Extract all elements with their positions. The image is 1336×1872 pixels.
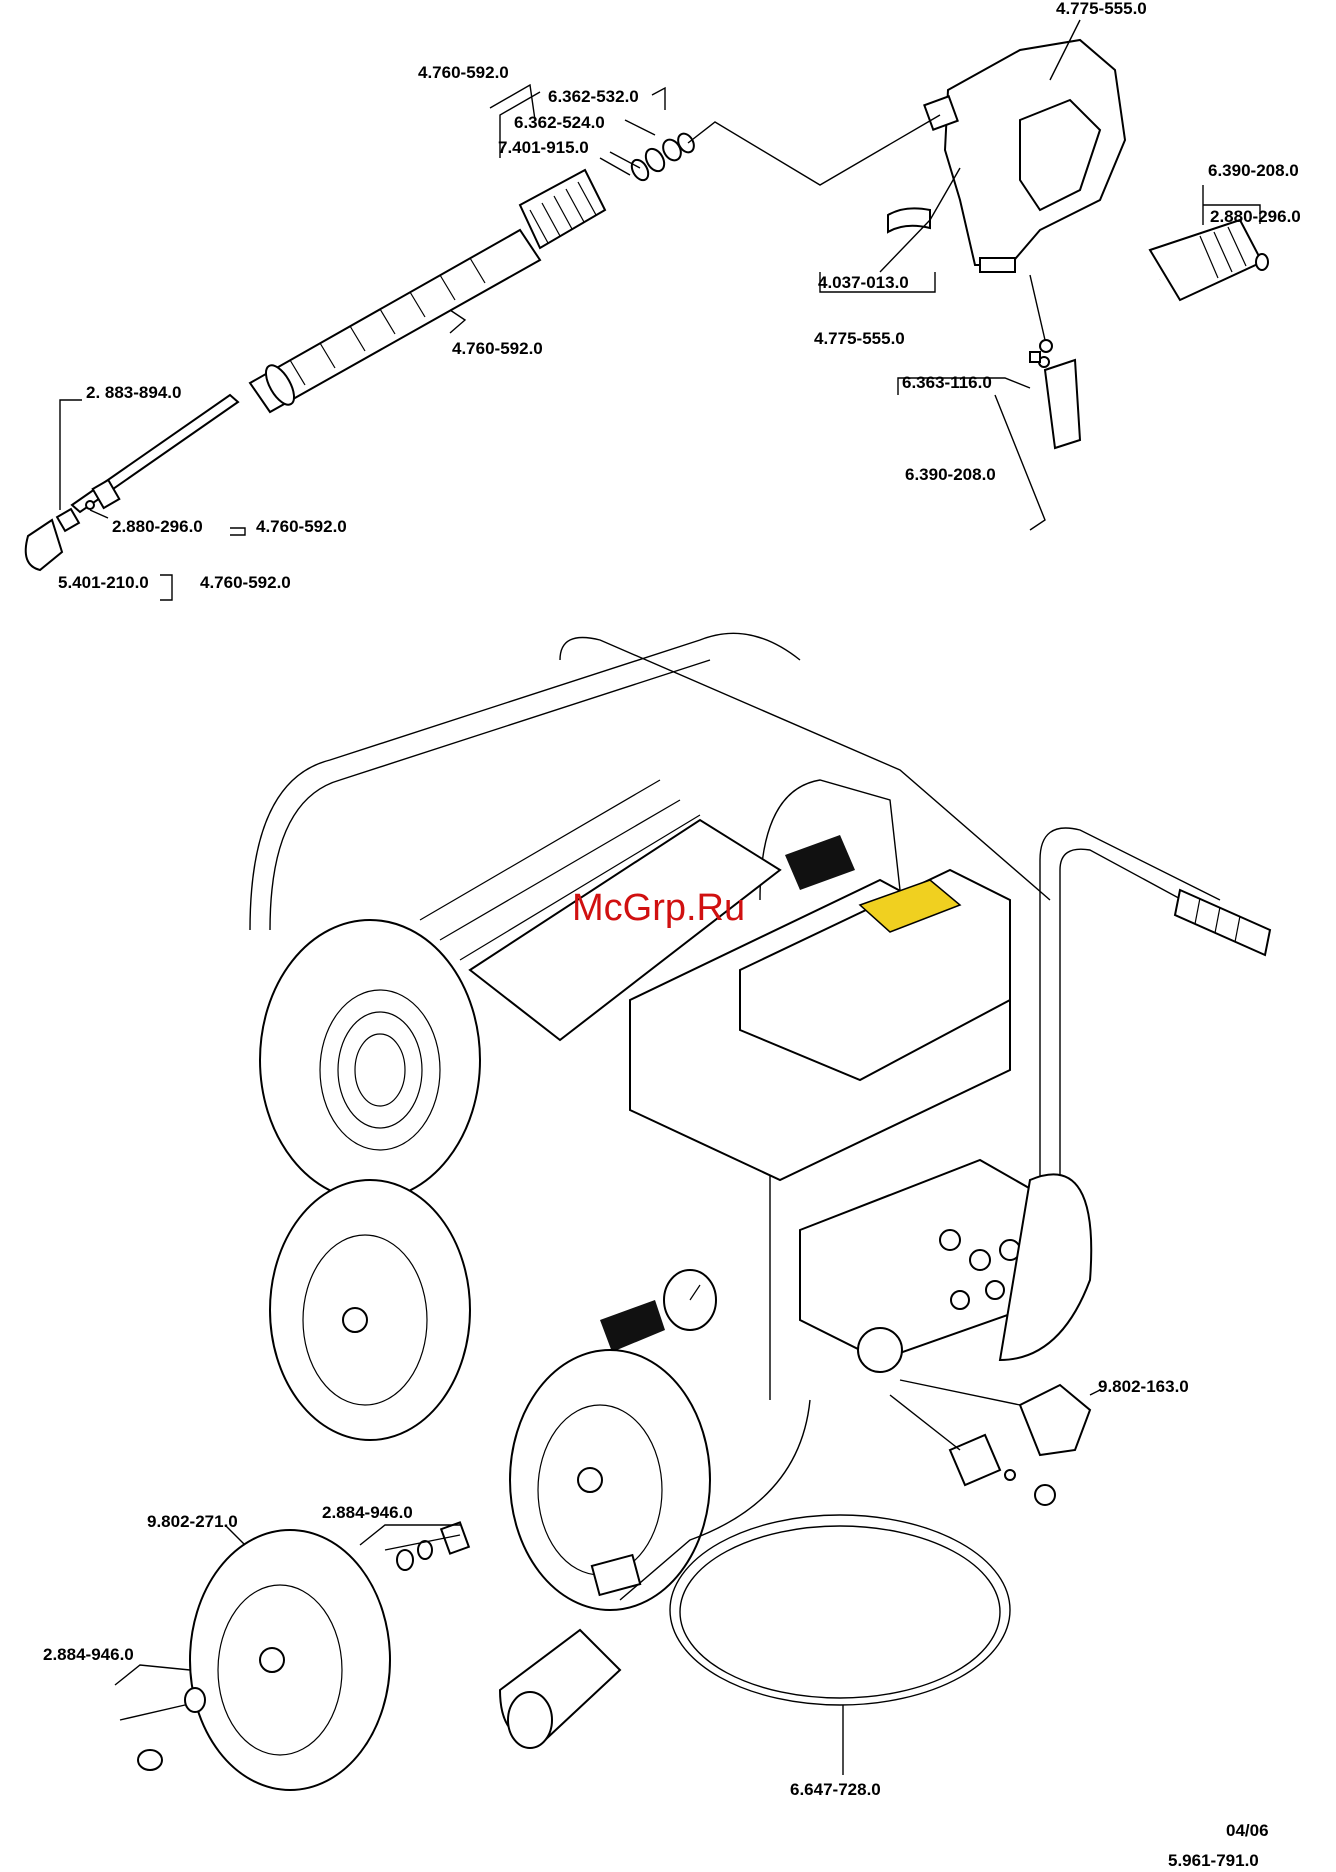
wheel-spare bbox=[190, 1530, 390, 1790]
label-7401915: 7.401-915.0 bbox=[498, 138, 589, 157]
spray-lance bbox=[26, 131, 697, 570]
label-2880296-right: 2.880-296.0 bbox=[1210, 207, 1301, 226]
label-hose-top: 6.390-208.0 bbox=[1208, 161, 1299, 180]
label-2880296-left: 2.880-296.0 bbox=[112, 517, 203, 536]
label-doc-number: 5.961-791.0 bbox=[1168, 1851, 1259, 1870]
label-hose-bottom: 6.390-208.0 bbox=[905, 465, 996, 484]
label-2883894: 2. 883-894.0 bbox=[86, 383, 181, 402]
label-gun-bottom: 4.775-555.0 bbox=[814, 329, 905, 348]
label-lance-ref1: 4.760-592.0 bbox=[256, 517, 347, 536]
label-9802271: 9.802-271.0 bbox=[147, 1512, 238, 1531]
label-5401210: 5.401-210.0 bbox=[58, 573, 149, 592]
label-4037013: 4.037-013.0 bbox=[818, 273, 909, 292]
water-inlet-parts bbox=[950, 1385, 1090, 1505]
label-6647728: 6.647-728.0 bbox=[790, 1780, 881, 1799]
label-2884946-a: 2.884-946.0 bbox=[322, 1503, 413, 1522]
high-pressure-hose bbox=[1030, 220, 1268, 501]
label-lance-top: 4.760-592.0 bbox=[418, 63, 509, 82]
label-lance-mid: 4.760-592.0 bbox=[452, 339, 543, 358]
wheel-rear-left bbox=[270, 1180, 470, 1440]
label-gun-top: 4.775-555.0 bbox=[1056, 0, 1147, 18]
label-date: 04/06 bbox=[1226, 1821, 1269, 1840]
label-6362532: 6.362-532.0 bbox=[548, 87, 639, 106]
label-6362524: 6.362-524.0 bbox=[514, 113, 605, 132]
trigger-gun bbox=[888, 40, 1125, 272]
label-9802163: 9.802-163.0 bbox=[1098, 1377, 1189, 1396]
label-lance-ref2: 4.760-592.0 bbox=[200, 573, 291, 592]
watermark: McGrp.Ru bbox=[572, 887, 745, 929]
label-6363116: 6.363-116.0 bbox=[902, 373, 992, 392]
label-2884946-b: 2.884-946.0 bbox=[43, 1645, 134, 1664]
